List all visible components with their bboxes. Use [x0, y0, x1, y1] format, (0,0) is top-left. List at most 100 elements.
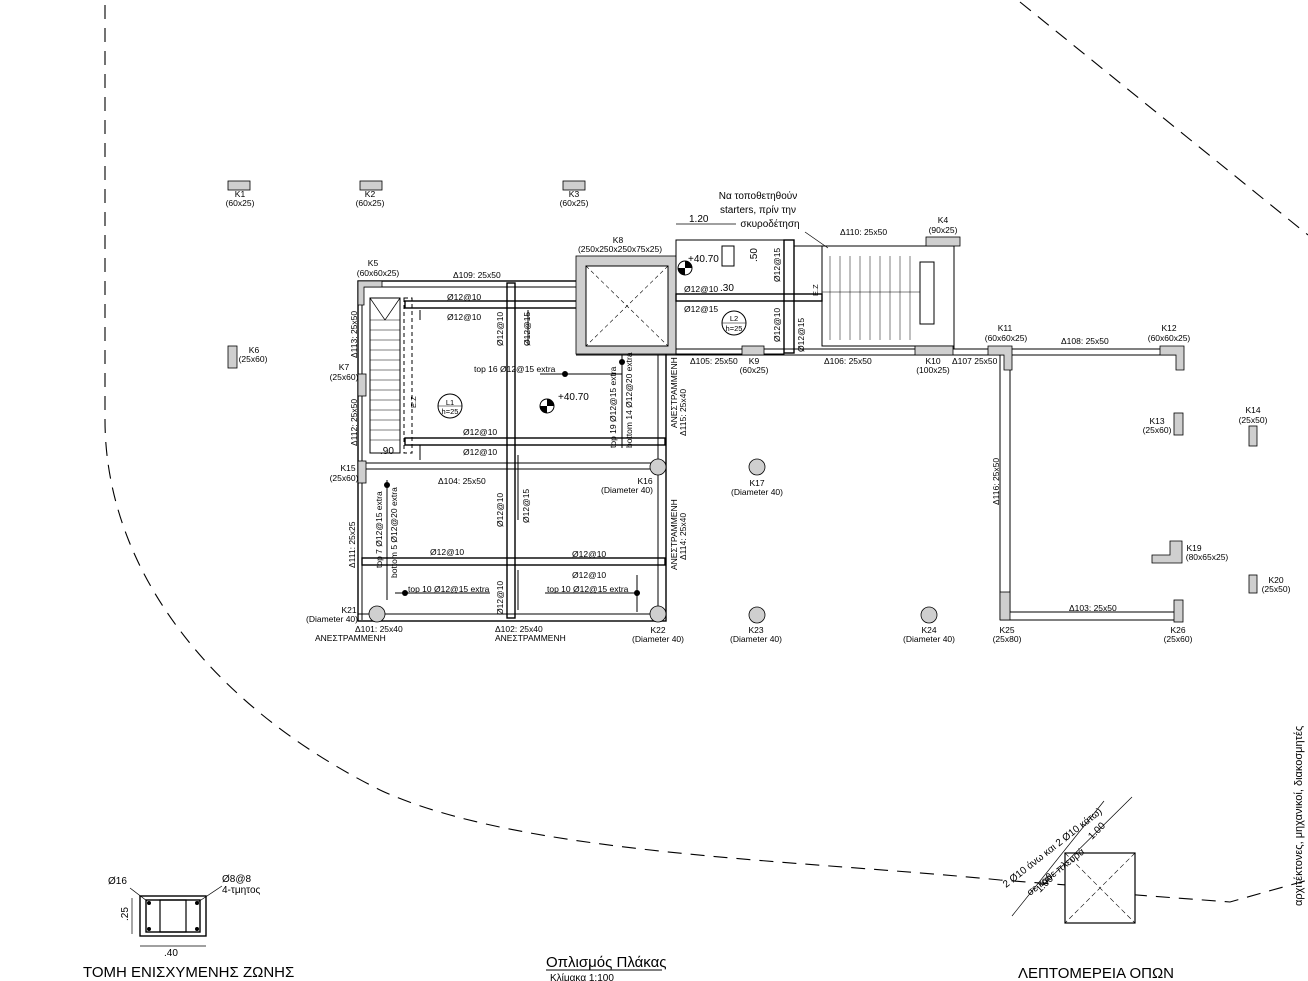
ez-mark-2: E.Z [811, 284, 820, 296]
column-k3-label: K3 [569, 189, 580, 199]
column-k7-size: (25x60) [330, 372, 359, 382]
slab-l1-label: L1 [446, 398, 454, 407]
beam-d103: Δ103: 25x50 [1069, 603, 1117, 613]
beam-d116: Δ116: 25x50 [991, 458, 1001, 505]
beam-d111: Δ111: 25x25 [347, 521, 357, 568]
rebar-v1: Ø12@10 [495, 312, 505, 346]
column-k4-size: (90x25) [929, 225, 958, 235]
dim-1-20: 1.20 [689, 214, 709, 225]
rebar-label-3: Ø12@10 [463, 427, 497, 437]
rebar-v3: Ø12@10 [495, 493, 505, 527]
frame-west [357, 280, 1010, 622]
section-height: .25 [120, 907, 131, 921]
column-k8-size: (250x250x250x75x25) [578, 244, 662, 254]
rebar-v6: Ø12@15 [772, 248, 782, 282]
column-k17-label: K17 [749, 478, 764, 488]
section-bar: Ø16 [108, 876, 127, 887]
beam-d102: Δ102: 25x40 [495, 624, 543, 634]
column-k1-size: (60x25) [226, 198, 255, 208]
rebar-labels: Ø12@10 Ø12@10 Ø12@10 Ø12@10 Ø12@10 Ø12@1… [374, 248, 806, 615]
column-k4-label: K4 [938, 215, 949, 225]
opening-detail: 2 Ø10 άνω και 2 Ø10 κάτω) σε καθε πλευρά… [1000, 796, 1174, 981]
column-k1-label: K1 [235, 189, 246, 199]
plan-scale: Κλίμακα 1:100 [550, 972, 614, 981]
beam-d109: Δ109: 25x50 [453, 270, 501, 280]
column-k2-size: (60x25) [356, 198, 385, 208]
rebar-top10-left: top 10 Ø12@15 extra [408, 584, 490, 594]
site-boundary-bottom-right [1109, 879, 1308, 903]
column-k15-label: K15 [340, 463, 355, 473]
note-line-2: starters, πρίν την [720, 204, 796, 216]
dim-0-50: .50 [749, 248, 760, 262]
beam-d112: Δ112: 25x50 [349, 399, 359, 446]
column-k6-size: (25x60) [239, 354, 268, 364]
column-k14-size: (25x50) [1239, 415, 1268, 425]
lift-shaft [575, 239, 823, 355]
section-title: ΤΟΜΗ ΕΝΙΣΧΥΜΕΝΗΣ ΖΩΝΗΣ [83, 964, 294, 981]
column-k16-label: K16 [637, 476, 652, 486]
section-stirrup: Ø8@8 [222, 874, 251, 885]
section-width: .40 [164, 948, 178, 959]
column-k23-size: (Diameter 40) [730, 634, 782, 644]
dim-0-30: .30 [720, 283, 734, 294]
beam-d107: Δ107 25x50 [952, 356, 998, 366]
column-k21-label: K21 [341, 605, 356, 615]
dim-0-90: .90 [380, 446, 394, 457]
note-line-1: Να τοποθετηθούν [719, 190, 797, 202]
column-k24-size: (Diameter 40) [903, 634, 955, 644]
staircase-east [821, 245, 955, 347]
column-k22-size: (Diameter 40) [632, 634, 684, 644]
column-k21-size: (Diameter 40) [306, 614, 358, 624]
rebar-label-6: Ø12@10 [572, 549, 606, 559]
column-k25-size: (25x80) [993, 634, 1022, 644]
plan-title: Οπλισμός Πλάκας [546, 954, 666, 971]
rebar-label-5: Ø12@10 [430, 547, 464, 557]
column-k8-label: K8 [613, 235, 624, 245]
annotations: L1 h=25 L2 h=25 +40.70 +40.70 1.20 .30 .… [380, 190, 820, 457]
section-legs: 4-τμητος [222, 885, 261, 896]
column-k13-label: K13 [1149, 416, 1164, 426]
rebar-label-4: Ø12@10 [463, 447, 497, 457]
rebar-label-9: Ø12@15 [684, 304, 718, 314]
opening-title: ΛΕΠΤΟΜΕΡΕΙΑ ΟΠΩΝ [1018, 965, 1174, 981]
rebar-v5: Ø12@10 [495, 581, 505, 615]
column-k15-size: (25x60) [330, 473, 359, 483]
column-k24-label: K24 [921, 625, 936, 635]
rebar-bottom5: bottom 5 Ø12@20 extra [389, 487, 399, 578]
column-k10-size: (100x25) [916, 365, 950, 375]
column-k26-label: K26 [1170, 625, 1185, 635]
slab-l2-h: h=25 [726, 324, 743, 333]
site-boundary-left [104, 5, 1081, 887]
beam-d115-inverted: ΑΝΕΣΤΡΑΜΜΕΝΗ [669, 357, 679, 428]
rebar-top19: top 19 Ø12@15 extra [608, 366, 618, 448]
staircase-west [369, 297, 413, 454]
beam-d101-inverted: ΑΝΕΣΤΡΑΜΜΕΝΗ [315, 633, 386, 643]
beam-labels: Δ109: 25x50 Δ110: 25x50 Δ105: 25x50 Δ106… [315, 227, 1117, 643]
rebar-v4: Ø12@15 [521, 489, 531, 523]
slab-markers [437, 223, 829, 419]
rebar-bottom14: bottom 14 Ø12@20 extra [624, 352, 634, 448]
rebar-top7: top 7 Ø12@15 extra [374, 491, 384, 568]
column-k5-size: (60x60x25) [357, 268, 400, 278]
column-k11-size: (60x60x25) [985, 333, 1028, 343]
column-k12-label: K12 [1161, 323, 1176, 333]
slab-l1-h: h=25 [442, 407, 459, 416]
rebar-label-2: Ø12@10 [447, 312, 481, 322]
beam-d113: Δ113: 25x50 [349, 311, 359, 358]
column-k22-label: K22 [650, 625, 665, 635]
column-shapes [227, 180, 1258, 624]
section-detail: Ø16 Ø8@8 4-τμητος .25 .40 ΤΟΜΗ ΕΝΙΣΧΥΜΕΝ… [83, 874, 294, 981]
column-k20-size: (25x50) [1262, 584, 1291, 594]
rebar-label-7: Ø12@10 [572, 570, 606, 580]
column-k3-size: (60x25) [560, 198, 589, 208]
column-k9-label: K9 [749, 356, 760, 366]
column-k9-size: (60x25) [740, 365, 769, 375]
beam-d104: Δ104: 25x50 [438, 476, 486, 486]
column-k19-label: K19 [1186, 543, 1201, 553]
column-k19-size: (80x65x25) [1186, 552, 1229, 562]
beam-d114: Δ114: 25x40 [678, 513, 688, 560]
beam-d105: Δ105: 25x50 [690, 356, 738, 366]
rebar-v7: Ø12@10 [772, 308, 782, 342]
column-labels: K1 (60x25) K2 (60x25) K3 (60x25) K4 (90x… [226, 189, 1291, 644]
column-k11-label: K11 [998, 323, 1013, 333]
